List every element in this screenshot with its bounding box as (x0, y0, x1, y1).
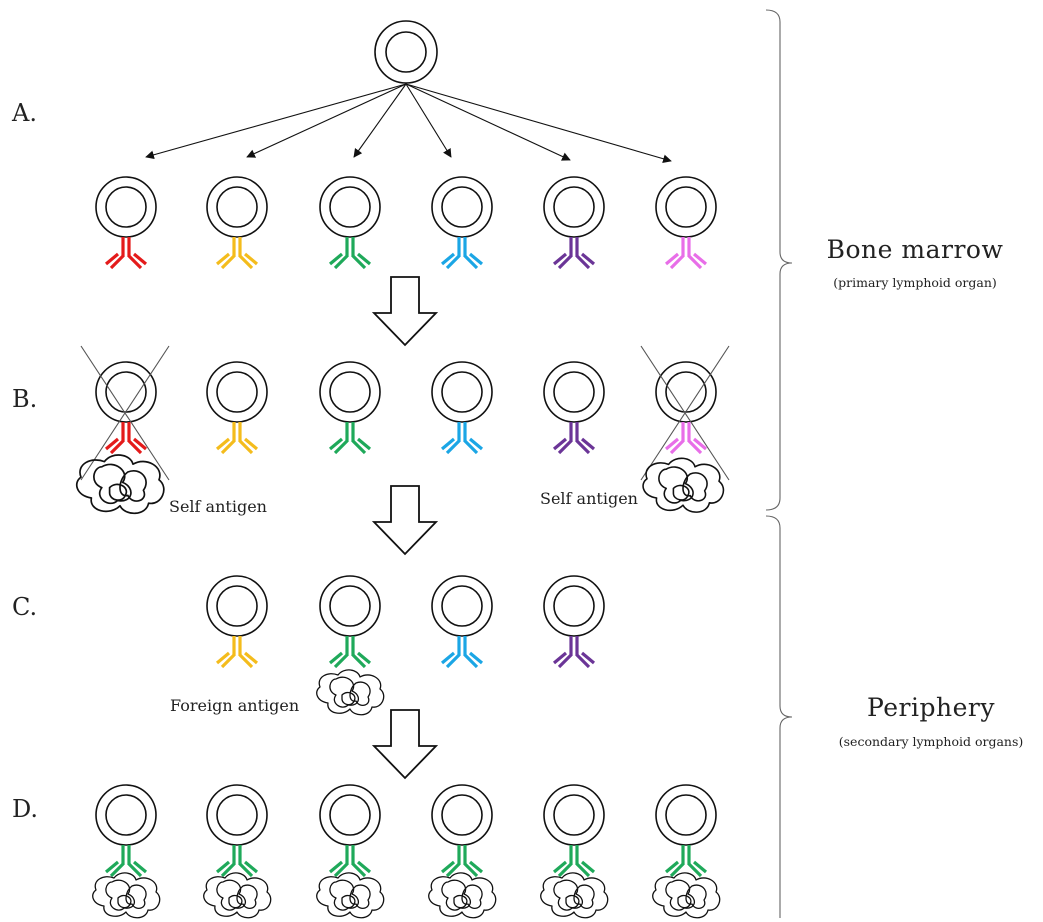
antigen-blob-icon (203, 872, 272, 919)
periphery-bracket (765, 515, 793, 918)
antigen-blob-icon (316, 669, 385, 716)
antibody-receptor-icon (664, 845, 708, 878)
antibody-receptor-icon (552, 636, 596, 669)
fan-arrow (246, 83, 407, 158)
antigen-blob-icon (316, 872, 385, 919)
fan-arrow (145, 83, 407, 160)
foreign-antigen-label: Foreign antigen (170, 696, 299, 715)
row-label-a: A. (11, 99, 37, 127)
antigen-blob-icon (642, 457, 725, 513)
antibody-receptor-icon (215, 237, 259, 270)
antibody-receptor-icon (328, 422, 372, 455)
b-cell-icon (206, 575, 268, 669)
self-antigen-label-right: Self antigen (540, 489, 638, 508)
b-cell-icon (206, 784, 268, 878)
b-cell-icon (640, 345, 730, 481)
down-arrow-icon (371, 709, 439, 780)
row-d-cells (95, 784, 717, 878)
antibody-receptor-icon (328, 237, 372, 270)
antibody-receptor-icon (215, 636, 259, 669)
antibody-receptor-icon (664, 237, 708, 270)
periphery-subtitle: (secondary lymphoid organs) (839, 734, 1024, 749)
b-cell-icon (543, 176, 605, 270)
b-cell-icon (319, 361, 381, 455)
row-label-c: C. (12, 593, 37, 621)
b-cell-icon (319, 575, 381, 669)
antibody-receptor-icon (552, 422, 596, 455)
antibody-receptor-icon (104, 237, 148, 270)
antibody-receptor-icon (440, 422, 484, 455)
cross-out-icon (80, 345, 170, 481)
b-cell-icon (206, 176, 268, 270)
antibody-receptor-icon (440, 237, 484, 270)
row-label-d: D. (12, 795, 38, 823)
antibody-receptor-icon (104, 422, 148, 455)
antibody-receptor-icon (440, 636, 484, 669)
antibody-receptor-icon (552, 237, 596, 270)
b-cell-icon (431, 575, 493, 669)
b-cell-icon (95, 176, 157, 270)
b-cell-icon (431, 784, 493, 878)
differentiation-arrows (145, 83, 672, 164)
antibody-receptor-icon (664, 422, 708, 455)
bone-marrow-title: Bone marrow (827, 235, 1004, 264)
antibody-receptor-icon (215, 422, 259, 455)
b-cell-icon (543, 784, 605, 878)
fan-arrow (405, 83, 452, 158)
self-antigen-label-left: Self antigen (169, 497, 267, 516)
bone-marrow-bracket (765, 9, 793, 511)
b-cell-icon (431, 176, 493, 270)
b-cell-icon (319, 176, 381, 270)
fan-arrow (353, 83, 407, 158)
row-b-cells (80, 345, 730, 481)
flow-arrows (371, 276, 439, 780)
progenitor-cell-icon (374, 20, 438, 84)
b-cell-icon (543, 575, 605, 669)
b-cell-icon (655, 176, 717, 270)
antibody-receptor-icon (104, 845, 148, 878)
antibody-receptor-icon (328, 845, 372, 878)
antibody-receptor-icon (440, 845, 484, 878)
periphery-title: Periphery (867, 693, 995, 722)
antigen-group (75, 454, 725, 919)
antigen-blob-icon (652, 872, 721, 919)
cross-out-icon (640, 345, 730, 481)
b-cell-icon (206, 361, 268, 455)
down-arrow-icon (371, 485, 439, 556)
fan-arrow (405, 83, 571, 161)
b-cell-icon (655, 784, 717, 878)
fan-arrow (405, 83, 672, 164)
antibody-receptor-icon (552, 845, 596, 878)
b-cell-icon (543, 361, 605, 455)
down-arrow-icon (371, 276, 439, 347)
antibody-receptor-icon (215, 845, 259, 878)
b-cell-icon (80, 345, 170, 481)
row-a-cells (95, 176, 717, 270)
bone-marrow-subtitle: (primary lymphoid organ) (833, 275, 997, 290)
antigen-blob-icon (75, 454, 165, 515)
antigen-blob-icon (428, 872, 497, 919)
b-cell-icon (95, 784, 157, 878)
row-label-b: B. (12, 385, 37, 413)
row-c-cells (206, 575, 605, 669)
antigen-blob-icon (92, 872, 161, 919)
b-cell-icon (319, 784, 381, 878)
b-cell-icon (431, 361, 493, 455)
antigen-blob-icon (540, 872, 609, 919)
antibody-receptor-icon (328, 636, 372, 669)
